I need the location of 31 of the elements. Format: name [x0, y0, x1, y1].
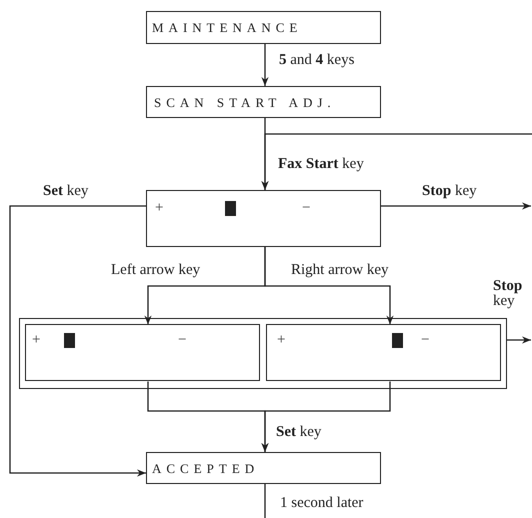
group-frame — [19, 318, 507, 389]
display-box — [146, 86, 381, 118]
plus-sign: + — [32, 332, 40, 348]
edge-label: Stop key — [421, 183, 478, 200]
connector-line — [264, 484, 266, 518]
edge-label: Left arrow key — [110, 262, 202, 279]
minus-sign: − — [421, 332, 430, 348]
edge-label: Set key — [42, 183, 90, 200]
arrow — [261, 133, 532, 190]
edge-label: Right arrow key — [290, 262, 390, 279]
arrow — [9, 205, 146, 477]
display-screen — [146, 190, 381, 247]
display-text: SCAN START ADJ. — [154, 95, 336, 111]
minus-sign: − — [302, 200, 310, 216]
edge-label: 5 and 4 keys — [278, 52, 356, 69]
plus-sign: + — [155, 200, 164, 216]
minus-sign: − — [178, 332, 186, 348]
edge-label: Fax Start key — [277, 156, 365, 173]
arrow — [381, 202, 531, 210]
plus-sign: + — [277, 332, 286, 348]
display-box — [146, 452, 381, 484]
edge-label: Set key — [275, 424, 322, 441]
display-screen — [25, 324, 260, 381]
arrow — [261, 44, 269, 86]
arrow — [507, 336, 531, 344]
arrow — [264, 247, 394, 324]
display-text: ACCEPTED — [152, 461, 260, 477]
arrow — [261, 382, 391, 452]
display-screen — [266, 324, 501, 381]
display-box — [146, 11, 381, 44]
display-text: MAINTENANCE — [152, 20, 302, 36]
